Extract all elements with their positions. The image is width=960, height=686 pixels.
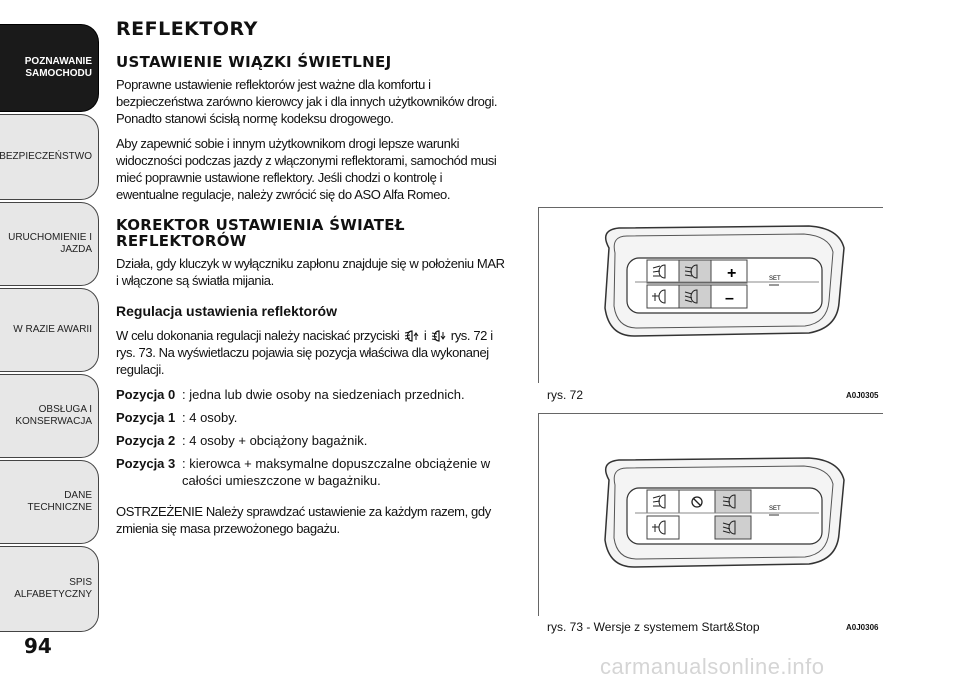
tab-label: BEZPIECZEŃSTWO — [0, 151, 92, 162]
plus-label: + — [727, 265, 736, 282]
tab-uruchomienie-i-jazda[interactable]: URUCHOMIENIE I JAZDA — [0, 202, 99, 286]
position-label: Pozycja 0 — [116, 387, 176, 402]
text: rys. 72 i rys. 73. Na wyświetlaczu pojaw… — [116, 328, 493, 377]
tab-label: POZNAWANIE SAMOCHODU — [24, 56, 92, 79]
paragraph: Aby zapewnić sobie i innym użytkownikom … — [116, 136, 497, 202]
set-label: SET — [769, 506, 781, 512]
figure-72: + – SET — [538, 207, 883, 383]
position-row: Pozycja 3 : kierowca + maksymalne dopuszc… — [116, 455, 506, 489]
position-text: : jedna lub dwie osoby na siedzeniach pr… — [182, 387, 465, 402]
position-text: : kierowca + maksymalne dopuszczalne obc… — [182, 456, 491, 488]
headlight-control-panel-startstop-image: SET — [604, 457, 845, 568]
paragraph: Działa, gdy kluczyk w wyłączniku zapłonu… — [116, 256, 505, 288]
position-label: Pozycja 1 — [116, 410, 176, 425]
headlight-up-icon — [404, 330, 419, 342]
figure-73: SET — [538, 413, 883, 616]
figure-code: A0J0306 — [846, 623, 879, 632]
tab-label: W RAZIE AWARII — [13, 324, 92, 335]
chapter-sidebar: POZNAWANIE SAMOCHODU BEZPIECZEŃSTWO URUC… — [0, 0, 102, 660]
page-number: 94 — [24, 634, 52, 658]
tab-label: OBSŁUGA I KONSERWACJA — [15, 404, 92, 427]
paragraph: W celu dokonania regulacji należy nacisk… — [116, 327, 506, 378]
tab-obsluga-i-konserwacja[interactable]: OBSŁUGA I KONSERWACJA — [0, 374, 99, 458]
section-title: KOREKTOR USTAWIENIA ŚWIATEŁ REFLEKTORÓW — [116, 216, 405, 250]
figure-caption: rys. 73 - Wersje z systemem Start&Stop — [547, 620, 760, 634]
subsection-title: Regulacja ustawienia reflektorów — [116, 303, 337, 319]
text: W celu dokonania regulacji należy nacisk… — [116, 328, 400, 343]
position-row: Pozycja 0 : jedna lub dwie osoby na siedz… — [116, 386, 506, 403]
figure-code: A0J0305 — [846, 391, 879, 400]
position-label: Pozycja 3 — [116, 456, 176, 471]
main-content: REFLEKTORY USTAWIENIE WIĄZKI ŚWIETLNEJ P… — [116, 18, 506, 545]
tab-w-razie-awarii[interactable]: W RAZIE AWARII — [0, 288, 99, 372]
tab-label: DANE TECHNICZNE — [27, 490, 92, 513]
watermark: carmanualsonline.info — [600, 654, 825, 679]
tab-bezpieczenstwo[interactable]: BEZPIECZEŃSTWO — [0, 114, 99, 200]
paragraph: Poprawne ustawienie reflektorów jest waż… — [116, 77, 498, 126]
text: i — [423, 328, 427, 343]
figure-caption: rys. 72 — [547, 388, 584, 402]
position-label: Pozycja 2 — [116, 433, 176, 448]
tab-dane-techniczne[interactable]: DANE TECHNICZNE — [0, 460, 99, 544]
position-row: Pozycja 2 : 4 osoby + obciążony bagażnik. — [116, 432, 506, 449]
tab-spis-alfabetyczny[interactable]: SPIS ALFABETYCZNY — [0, 546, 99, 632]
tab-label: SPIS ALFABETYCZNY — [14, 577, 92, 600]
tab-poznawanie-samochodu[interactable]: POZNAWANIE SAMOCHODU — [0, 24, 99, 112]
headlight-down-icon — [431, 330, 445, 342]
set-label: SET — [769, 276, 781, 282]
warning-note: OSTRZEŻENIE Należy sprawdzać ustawienie … — [116, 504, 491, 536]
minus-label: – — [725, 290, 734, 307]
section-title: USTAWIENIE WIĄZKI ŚWIETLNEJ — [116, 53, 392, 71]
page-title: REFLEKTORY — [116, 18, 258, 40]
tab-label: URUCHOMIENIE I JAZDA — [8, 232, 92, 255]
position-text: : 4 osoby. — [182, 410, 238, 425]
headlight-control-panel-image: + – SET — [604, 225, 845, 337]
position-row: Pozycja 1 : 4 osoby. — [116, 409, 506, 426]
position-text: : 4 osoby + obciążony bagażnik. — [182, 433, 368, 448]
